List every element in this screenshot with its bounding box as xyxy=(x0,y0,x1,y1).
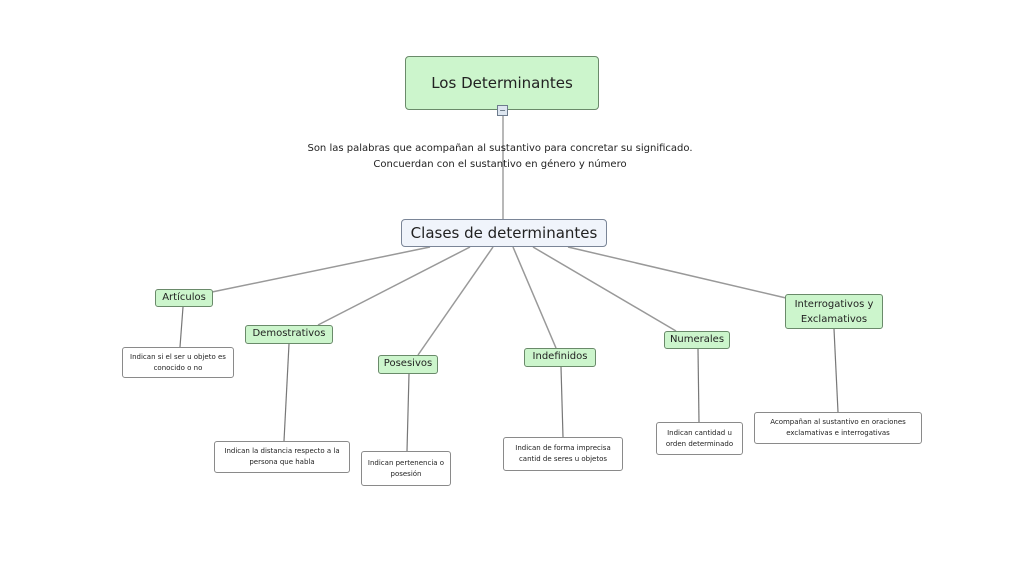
clases-to-indefinidos-line xyxy=(512,246,557,349)
category-posesivos-label: Posesivos xyxy=(383,358,433,369)
category-posesivos[interactable]: Posesivos xyxy=(378,355,438,374)
collapse-toggle-icon[interactable]: − xyxy=(497,105,508,116)
description-line-1: Son las palabras que acompañan al sustan… xyxy=(307,143,693,154)
info-numerales-text: Indican cantidad u orden determinado xyxy=(665,428,734,448)
posesivos-to-info-line xyxy=(406,373,410,452)
info-posesivos-text: Indican pertenencia o posesión xyxy=(367,458,445,478)
info-box-interrogativos: Acompañan al sustantivo en oraciones exc… xyxy=(754,412,922,444)
main-description: Son las palabras que acompañan al sustan… xyxy=(280,141,720,173)
info-box-demostrativos: Indican la distancia respecto a la perso… xyxy=(214,441,350,473)
category-demostrativos-label: Demostrativos xyxy=(252,328,326,339)
clases-title: Clases de determinantes xyxy=(410,224,598,242)
category-interrogativos-exclamativos[interactable]: Interrogativos y Exclamativos xyxy=(785,294,883,329)
description-line-2: Concuerdan con el sustantivo en género y… xyxy=(373,159,627,170)
category-numerales-label: Numerales xyxy=(669,334,725,345)
info-interrogativos-text: Acompañan al sustantivo en oraciones exc… xyxy=(770,418,906,437)
clases-to-posesivos-line xyxy=(417,246,494,356)
clases-to-articulos-line xyxy=(211,246,431,293)
category-indefinidos-label: Indefinidos xyxy=(532,351,588,362)
category-indefinidos[interactable]: Indefinidos xyxy=(524,348,596,367)
info-demostrativos-text: Indican la distancia respecto a la perso… xyxy=(224,447,340,466)
category-demostrativos[interactable]: Demostrativos xyxy=(245,325,333,344)
clases-to-demostrativos-line xyxy=(317,246,471,326)
clases-node[interactable]: Clases de determinantes xyxy=(401,219,607,247)
info-articulos-text: Indican si el ser u objeto es conocido o… xyxy=(130,352,226,372)
indefinidos-to-info-line xyxy=(560,366,564,438)
articulos-to-info-line xyxy=(179,306,184,348)
info-box-numerales: Indican cantidad u orden determinado xyxy=(656,422,743,455)
interrogativos-to-info-line xyxy=(833,328,839,413)
info-box-posesivos: Indican pertenencia o posesión xyxy=(361,451,451,486)
info-indefinidos-text: Indican de forma imprecisa cantid de ser… xyxy=(515,444,611,463)
info-box-articulos: Indican si el ser u objeto es conocido o… xyxy=(122,347,234,378)
clases-to-numerales-line xyxy=(532,246,677,332)
category-numerales[interactable]: Numerales xyxy=(664,331,730,349)
numerales-to-info-line xyxy=(697,348,700,423)
category-articulos-label: Artículos xyxy=(162,292,206,303)
category-articulos[interactable]: Artículos xyxy=(155,289,213,307)
demostrativos-to-info-line xyxy=(283,343,290,442)
main-title-node[interactable]: Los Determinantes xyxy=(405,56,599,110)
main-title: Los Determinantes xyxy=(431,74,573,92)
clases-to-interrogativos-line xyxy=(567,246,787,299)
category-interrogativos-label: Interrogativos y Exclamativos xyxy=(794,298,874,325)
info-box-indefinidos: Indican de forma imprecisa cantid de ser… xyxy=(503,437,623,471)
